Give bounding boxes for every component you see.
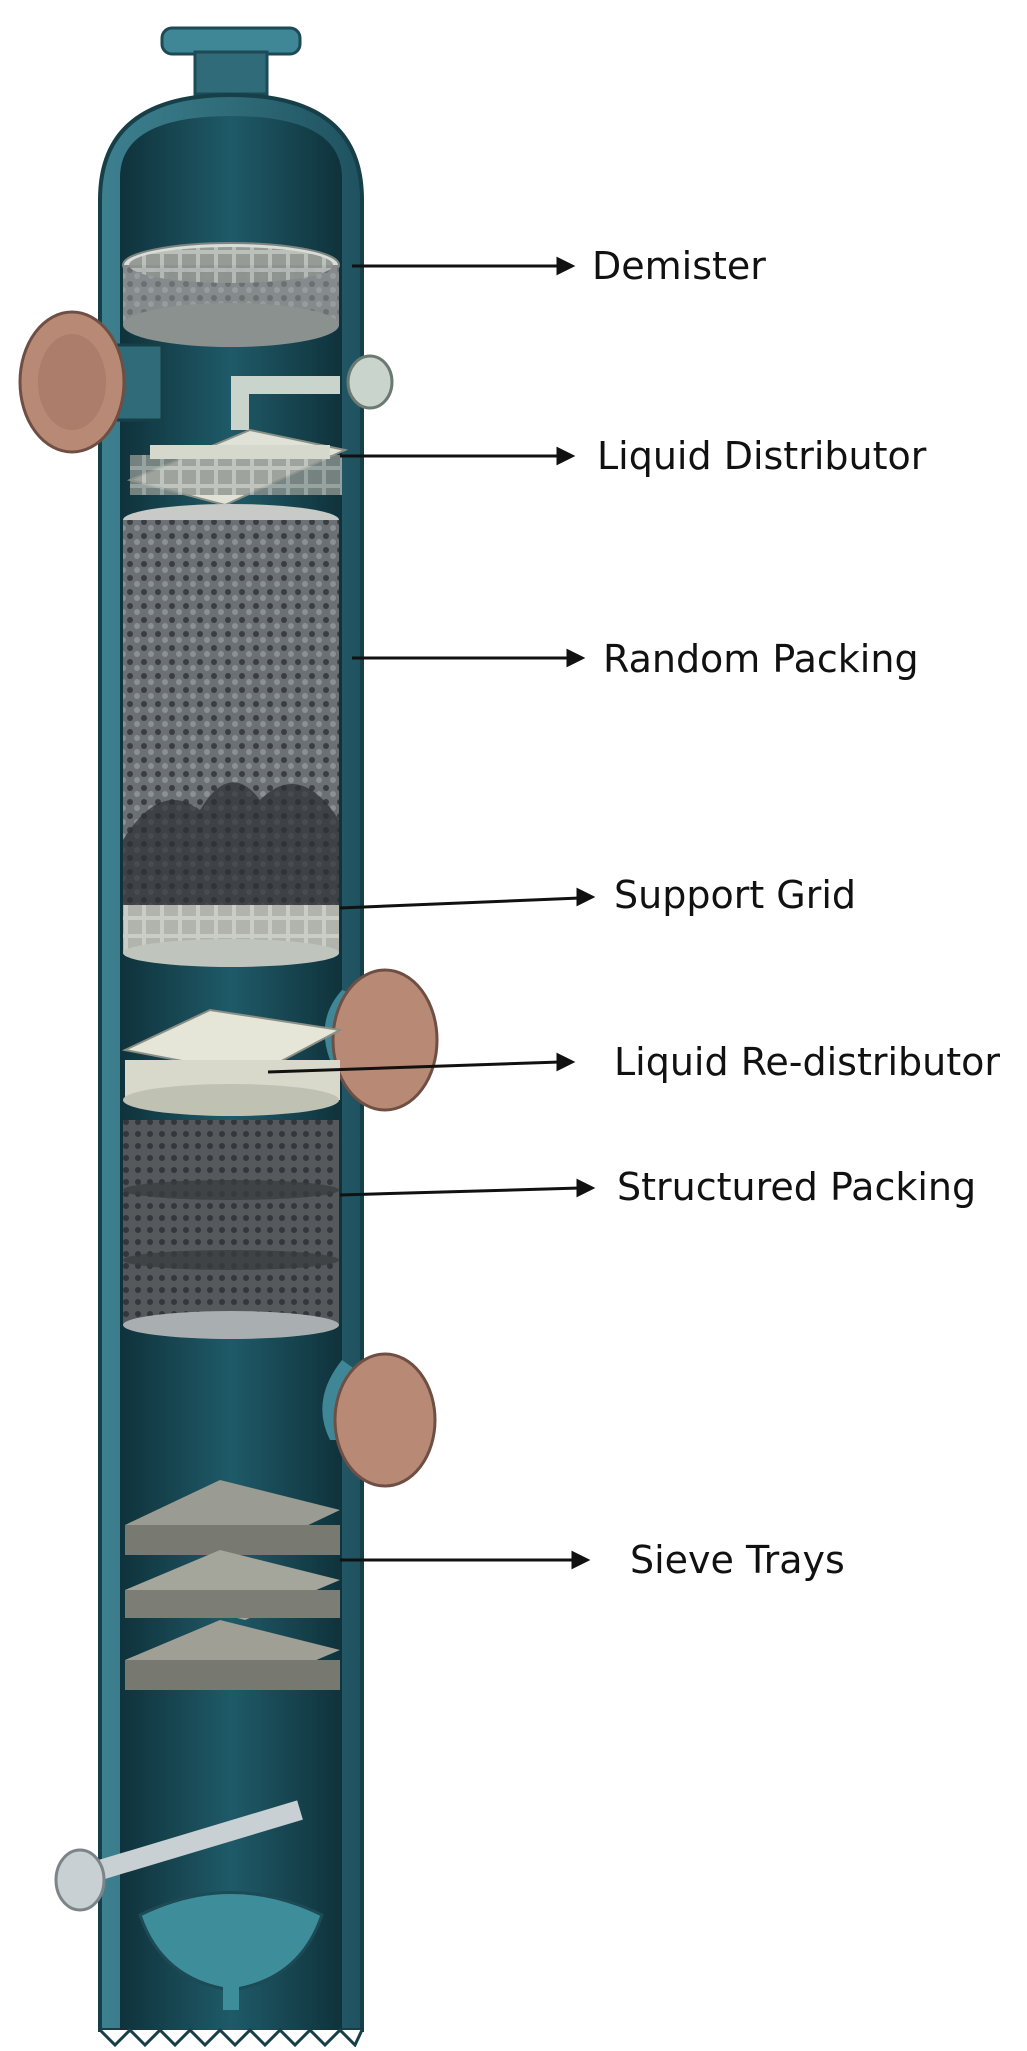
bottom-inlet-and-sump — [54, 1800, 324, 2010]
top-nozzle — [160, 26, 302, 96]
leader-liquid-redistributor — [267, 1060, 561, 1074]
label-structured-packing: Structured Packing — [617, 1165, 977, 1209]
leader-liquid-distributor-arrow — [556, 446, 576, 466]
label-sieve-trays: Sieve Trays — [630, 1538, 845, 1582]
leader-liquid-redistributor-arrow — [556, 1052, 576, 1072]
structured-packing — [123, 1120, 339, 1339]
feed-nozzle-left — [18, 310, 164, 454]
leader-structured-packing-arrow — [576, 1178, 596, 1198]
leader-structured-packing — [339, 1186, 581, 1197]
support-grid — [123, 905, 339, 967]
sieve-trays — [125, 1480, 340, 1690]
leader-random-packing-arrow — [566, 648, 586, 668]
label-random-packing: Random Packing — [603, 637, 919, 681]
cutaway-bottom-edge — [98, 2027, 364, 2048]
label-support-grid: Support Grid — [614, 873, 857, 917]
leader-support-grid — [339, 896, 581, 910]
liquid-distributor — [126, 428, 349, 507]
leader-lines — [267, 256, 596, 1570]
distributor-feed-pipe — [231, 354, 394, 430]
liquid-redistributor — [121, 1008, 344, 1116]
side-nozzle-middle — [324, 968, 439, 1112]
demister-pad — [122, 242, 340, 347]
leader-support-grid-arrow — [576, 887, 596, 907]
leader-sieve-trays-arrow — [571, 1550, 591, 1570]
random-packing-bed — [123, 504, 339, 925]
label-liquid-distributor: Liquid Distributor — [597, 434, 927, 478]
label-demister: Demister — [592, 244, 766, 288]
side-nozzle-lower — [322, 1352, 437, 1488]
leader-demister-arrow — [556, 256, 576, 276]
label-liquid-redistributor: Liquid Re-distributor — [614, 1040, 1001, 1084]
